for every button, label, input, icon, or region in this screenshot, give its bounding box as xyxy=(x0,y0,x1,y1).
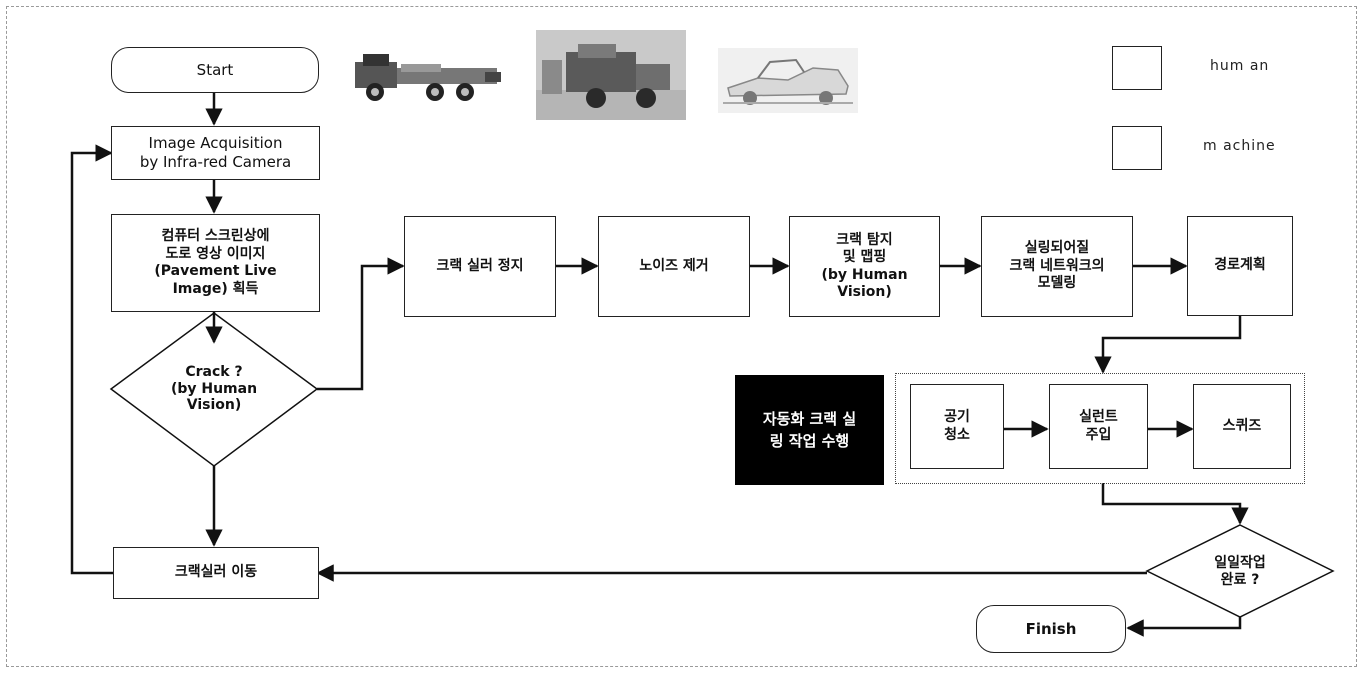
path-plan-node: 경로계획 xyxy=(1187,216,1293,316)
stop-sealer-node: 크랙 실러 정지 xyxy=(404,216,556,317)
finish-node: Finish xyxy=(976,605,1126,653)
start-node: Start xyxy=(111,47,319,93)
sealant-inject-node: 실런트 주입 xyxy=(1049,384,1148,469)
air-clean-node: 공기 청소 xyxy=(910,384,1004,469)
detect-map-node: 크랙 탐지 및 맵핑 (by Human Vision) xyxy=(789,216,940,317)
arrow-automation-to-daily xyxy=(1103,483,1240,523)
network-model-node: 실링되어질 크랙 네트워크의 모델링 xyxy=(981,216,1133,317)
image-acquisition-node: Image Acquisition by Infra-red Camera xyxy=(111,126,320,180)
automation-title: 자동화 크랙 실 링 작업 수행 xyxy=(735,375,884,485)
noise-removal-node: 노이즈 제거 xyxy=(598,216,750,317)
crack-decision-label: Crack ? (by Human Vision) xyxy=(140,344,288,434)
arrow-move-loop-back xyxy=(72,153,113,573)
arrow-decision-to-stop xyxy=(317,266,403,389)
arrow-path-to-automation xyxy=(1103,316,1240,372)
move-sealer-node: 크랙실러 이동 xyxy=(113,547,319,599)
squeeze-node: 스퀴즈 xyxy=(1193,384,1291,469)
arrow-daily-to-finish xyxy=(1128,617,1240,628)
daily-done-label: 일일작업 완료 ? xyxy=(1185,547,1295,597)
screen-image-node: 컴퓨터 스크린상에 도로 영상 이미지 (Pavement Live Image… xyxy=(111,214,320,312)
